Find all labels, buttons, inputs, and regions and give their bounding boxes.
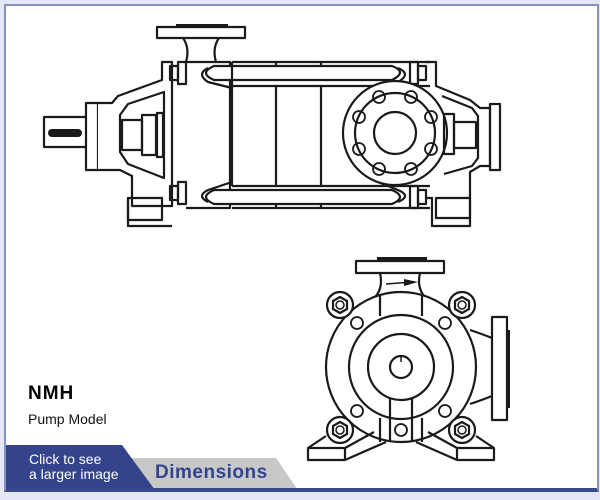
dimensions-tab-shape [130, 458, 298, 490]
larger-image-tab-shape [6, 445, 155, 490]
larger-image-button[interactable]: Click to see a larger image [29, 452, 119, 482]
larger-image-label-1: Click to see [29, 451, 102, 467]
panel-bottom-border [6, 488, 597, 490]
pump-end-view [306, 257, 510, 462]
larger-image-label-2: a larger image [29, 466, 119, 482]
model-name: NMH [28, 383, 75, 404]
dimensions-tab[interactable]: Dimensions [155, 462, 268, 483]
model-label: Pump Model [28, 411, 107, 427]
pump-side-view [42, 24, 502, 228]
